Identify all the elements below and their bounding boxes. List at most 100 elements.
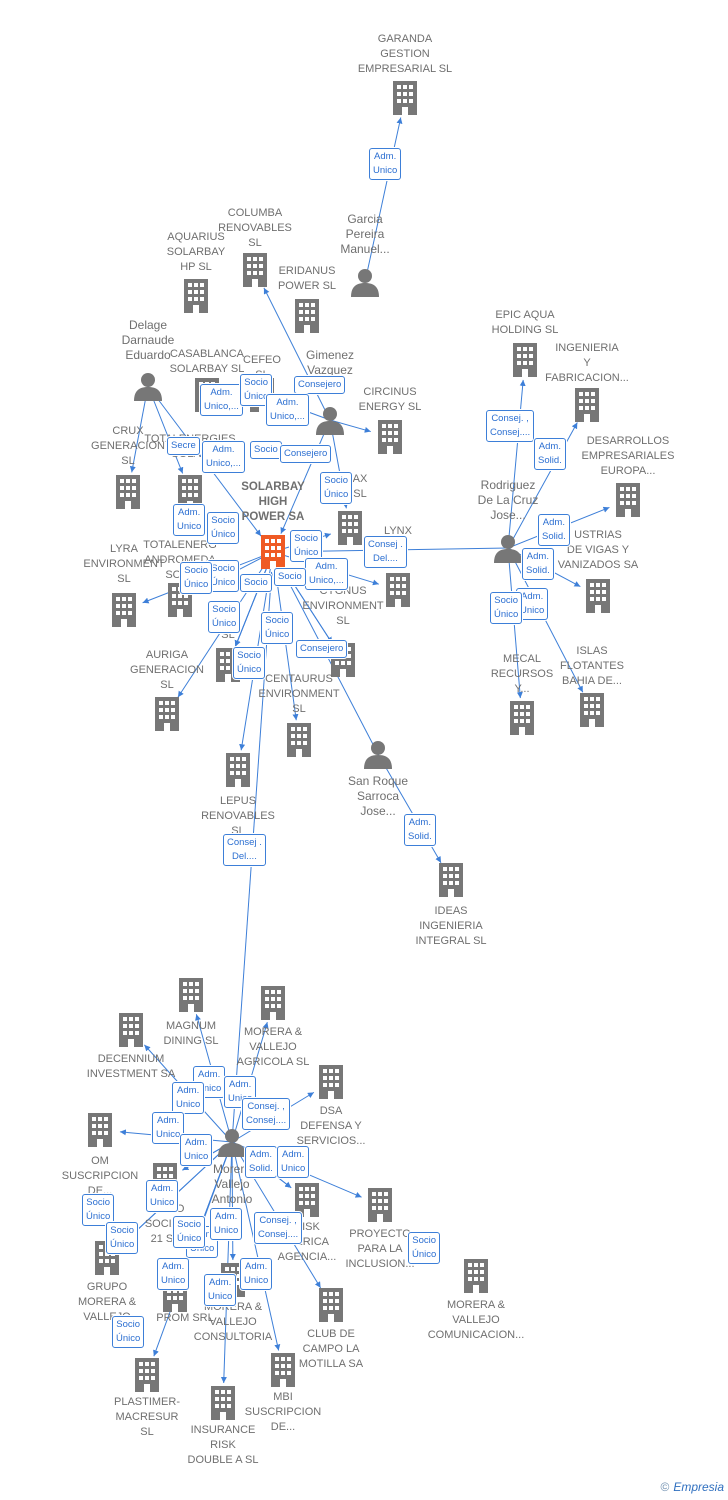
role-badge[interactable]: Consej .Del.... [223, 834, 266, 866]
role-badge[interactable]: Adm.Unico [210, 1208, 243, 1240]
role-badge[interactable]: Socio [250, 441, 282, 459]
role-badge[interactable]: Adm.Unico,... [266, 394, 309, 426]
node-label-totalenergies2[interactable]: TOTALENERGANDROMEDASOLA [143, 539, 217, 581]
role-badge[interactable]: Adm.Solid. [245, 1146, 277, 1178]
role-badge[interactable]: Adm.Unico,... [305, 558, 348, 590]
role-badge[interactable]: Adm.Unico [152, 1112, 185, 1144]
role-badge[interactable]: Socio [240, 574, 272, 592]
edge-morera-insurance [220, 1141, 233, 1384]
edge-garcia-garanda [364, 117, 403, 283]
edge-rodriguez-islas [507, 547, 584, 693]
role-badge[interactable]: Consej .Del.... [364, 536, 407, 568]
role-badge[interactable]: Adm.Solid. [522, 548, 554, 580]
role-badge[interactable]: Consej. ,Consej.... [486, 410, 535, 442]
role-badge[interactable]: Adm.Solid. [404, 814, 436, 846]
brand-name: Empresia [673, 1480, 724, 1494]
role-badge[interactable]: Consejero [294, 376, 346, 394]
role-badge[interactable]: Secre [167, 437, 200, 455]
role-badge[interactable]: Adm.Solid. [534, 438, 566, 470]
role-badge[interactable]: Adm.Unico [173, 504, 206, 536]
role-badge[interactable]: Consej. ,Consej.... [254, 1212, 303, 1244]
role-badge[interactable]: Adm.Unico [180, 1134, 213, 1166]
edge-gimenez-circinus [329, 419, 371, 433]
role-badge[interactable]: Consejero [296, 640, 348, 658]
edge-morera-moreraconsultoria [229, 1141, 236, 1261]
copyright-symbol: © [660, 1480, 670, 1494]
role-badge[interactable]: Adm.Unico [146, 1180, 179, 1212]
role-badge[interactable]: Adm.Unico [204, 1274, 237, 1306]
edge-sanroque-main [281, 569, 379, 755]
role-badge[interactable]: Adm.Solid. [538, 514, 570, 546]
footer-brand[interactable]: ©Empresia [660, 1480, 724, 1494]
role-badge[interactable]: Consej. ,Consej.... [242, 1098, 291, 1130]
role-badge[interactable]: Adm.Unico,... [200, 384, 243, 416]
role-badge[interactable]: Adm.Unico [240, 1258, 273, 1290]
edge-morera-mbi [231, 1141, 281, 1351]
role-badge[interactable]: Adm.Unico [157, 1258, 190, 1290]
role-badge[interactable]: Adm.Unico [369, 148, 402, 180]
role-badge[interactable]: Consejero [280, 445, 332, 463]
role-badge[interactable]: Adm.Unico [172, 1082, 205, 1114]
role-badge[interactable]: Socio [274, 568, 306, 586]
role-badge[interactable]: Adm.Unico [224, 1076, 257, 1108]
node-label-prom[interactable]: PROM SRL [156, 1312, 214, 1324]
role-badge[interactable]: Adm.Unico [277, 1146, 310, 1178]
edge-rodriguez-epic [507, 379, 526, 549]
role-badge[interactable]: Adm.Unico,... [202, 441, 245, 473]
